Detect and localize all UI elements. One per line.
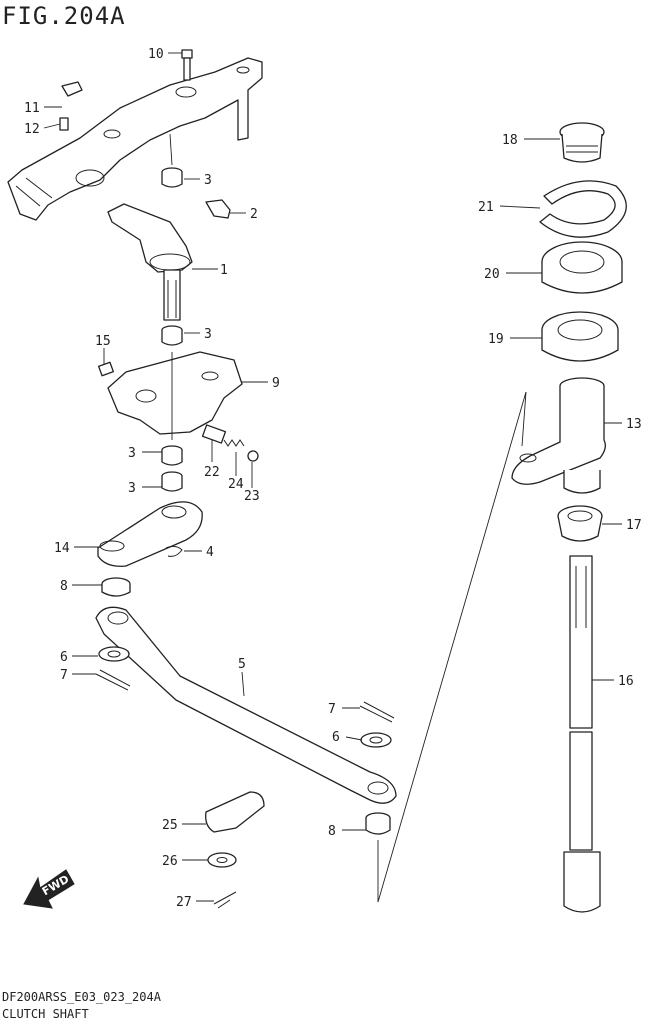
callout-9: 9 [272, 376, 280, 391]
callout-19: 19 [488, 332, 504, 347]
spring-part-24 [223, 439, 245, 447]
plug-part-18 [559, 122, 605, 163]
callout-15: 15 [95, 334, 111, 349]
clip-part-2 [205, 199, 231, 219]
clip-part-11 [61, 81, 83, 97]
washer-part-6-right [360, 732, 392, 748]
callout-3: 3 [128, 446, 136, 461]
snap-ring-part-21 [539, 180, 627, 238]
callout-17: 17 [626, 518, 642, 533]
callout-18: 18 [502, 133, 518, 148]
callout-26: 26 [162, 854, 178, 869]
callout-22: 22 [204, 465, 220, 480]
callout-4: 4 [206, 545, 214, 560]
callout-6: 6 [60, 650, 68, 665]
snap-ring-part-4 [165, 545, 183, 557]
callout-12: 12 [24, 122, 40, 137]
callout-3: 3 [204, 173, 212, 188]
figure-title: FIG.204A [2, 2, 126, 30]
callout-5: 5 [238, 657, 246, 672]
cotter-pin-part-7-left [95, 669, 131, 691]
callout-23: 23 [244, 489, 260, 504]
callout-7: 7 [60, 668, 68, 683]
lever-arm-part-14 [97, 501, 203, 567]
callout-21: 21 [478, 200, 494, 215]
link-rod-part-5 [95, 606, 397, 804]
seal-part-19 [541, 311, 619, 362]
shift-bracket-plate [7, 57, 263, 221]
callout-13: 13 [626, 417, 642, 432]
washer-part-12 [59, 117, 69, 131]
bolt-part [181, 49, 193, 81]
guide-lines [377, 391, 527, 903]
callout-14: 14 [54, 541, 70, 556]
spacer-bushing-3-middle [161, 325, 183, 346]
bracket-part-25 [205, 791, 265, 833]
clutch-arm-part-13 [511, 377, 606, 494]
figure-code: DF200ARSS_E03_023_204A [2, 990, 161, 1004]
callout-2: 2 [250, 207, 258, 222]
callout-16: 16 [618, 674, 634, 689]
callout-3: 3 [204, 327, 212, 342]
washer-part-6-left [98, 646, 130, 662]
callout-10: 10 [148, 47, 164, 62]
forward-arrow-icon: FWD [23, 869, 75, 909]
washer-part-8-bottom [365, 812, 391, 835]
callout-25: 25 [162, 818, 178, 833]
callout-3: 3 [128, 481, 136, 496]
shift-lever-part-1 [107, 203, 193, 321]
callout-labels: 10 11 12 3 2 1 3 15 9 3 22 24 23 3 14 4 … [24, 47, 642, 910]
callout-8: 8 [328, 824, 336, 839]
spacer-bushing-3-lower-a [161, 445, 183, 466]
pin-part-27 [213, 891, 237, 909]
bracket-part-9 [107, 351, 243, 440]
ball-part-23 [247, 450, 259, 462]
callout-11: 11 [24, 101, 40, 116]
screw-part-15 [98, 361, 114, 377]
callout-27: 27 [176, 895, 192, 910]
figure-name: CLUTCH SHAFT [2, 1007, 89, 1021]
spacer-bushing-3-lower-b [161, 471, 183, 492]
callout-7: 7 [328, 702, 336, 717]
leader-lines [43, 52, 622, 902]
cotter-pin-part-7-right [359, 701, 395, 723]
spacer-bushing-3-top [161, 167, 183, 188]
bearing-part-20 [541, 241, 623, 294]
washer-part-8-top [101, 577, 131, 597]
pin-part-22 [201, 424, 227, 444]
callout-6: 6 [332, 730, 340, 745]
callout-24: 24 [228, 477, 244, 492]
bushing-part-17 [557, 505, 603, 542]
washer-part-26 [207, 852, 237, 868]
clutch-shaft-part-16 [563, 555, 601, 913]
callout-8: 8 [60, 579, 68, 594]
callout-20: 20 [484, 267, 500, 282]
callout-1: 1 [220, 263, 228, 278]
